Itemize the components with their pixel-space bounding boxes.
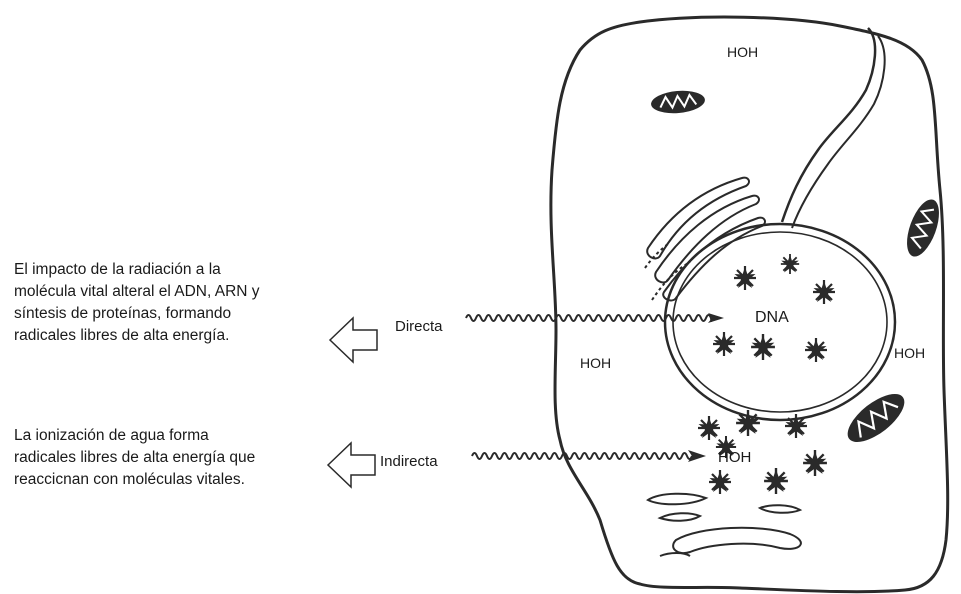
indirect-radiation-wave [472, 453, 692, 459]
free-radical-star [734, 266, 756, 290]
direct-radiation-wave [466, 315, 712, 321]
indirect-block-arrow [328, 443, 375, 487]
vesicles [648, 494, 801, 556]
cell-inner-fold [782, 28, 875, 222]
hoh-label-top: HOH [727, 44, 758, 60]
direct-block-arrow [330, 318, 377, 362]
directa-label: Directa [395, 318, 443, 335]
mitochondrion [840, 385, 912, 451]
free-radical-star [805, 338, 827, 362]
free-radical-star [713, 332, 735, 356]
hoh-label-right: HOH [894, 345, 925, 361]
free-radical-star [751, 334, 775, 360]
dna-label: DNA [755, 309, 789, 326]
free-radical-star [803, 450, 827, 476]
free-radical-star [698, 416, 720, 440]
mitochondrion [650, 89, 706, 116]
mitochondrion [901, 195, 946, 260]
hoh-label-bottom: HOH [718, 449, 751, 466]
free-radical-star [781, 254, 799, 274]
free-radical-star [709, 470, 731, 494]
cell-inner-fold [792, 36, 885, 228]
free-radical-star [813, 280, 835, 304]
indirecta-label: Indirecta [380, 453, 438, 470]
free-radical-star [764, 468, 788, 494]
indirect-radiation-arrowhead [688, 450, 706, 462]
hoh-label-left: HOH [580, 355, 611, 371]
cell-membrane [551, 17, 948, 592]
